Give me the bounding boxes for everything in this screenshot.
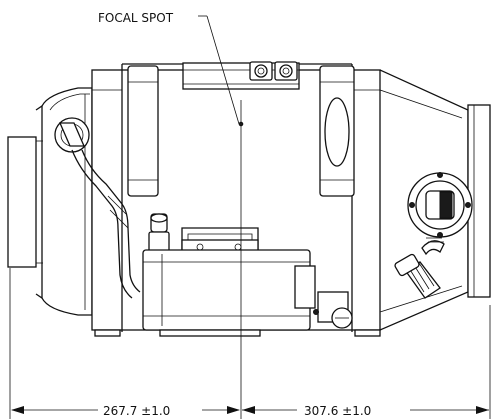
left-dimension-label: 267.7 ±1.0 xyxy=(103,404,170,418)
dimension-lines: 267.7 ±1.0 307.6 ±1.0 xyxy=(9,268,491,419)
top-fittings xyxy=(249,61,298,81)
connector xyxy=(313,291,353,329)
right-flange xyxy=(467,104,491,298)
left-hose xyxy=(71,149,141,299)
left-slot xyxy=(127,65,159,197)
right-slot xyxy=(319,65,355,197)
focal-spot-label: FOCAL SPOT xyxy=(98,11,174,25)
right-port xyxy=(407,172,473,238)
bottom-feet xyxy=(94,329,381,337)
small-fitting xyxy=(148,213,170,255)
right-hose xyxy=(394,237,445,299)
left-flange xyxy=(7,104,43,300)
right-dimension-label: 307.6 ±1.0 xyxy=(304,404,371,418)
lower-box xyxy=(142,249,316,337)
left-port xyxy=(54,117,90,153)
focal-spot-callout: FOCAL SPOT xyxy=(98,11,244,419)
